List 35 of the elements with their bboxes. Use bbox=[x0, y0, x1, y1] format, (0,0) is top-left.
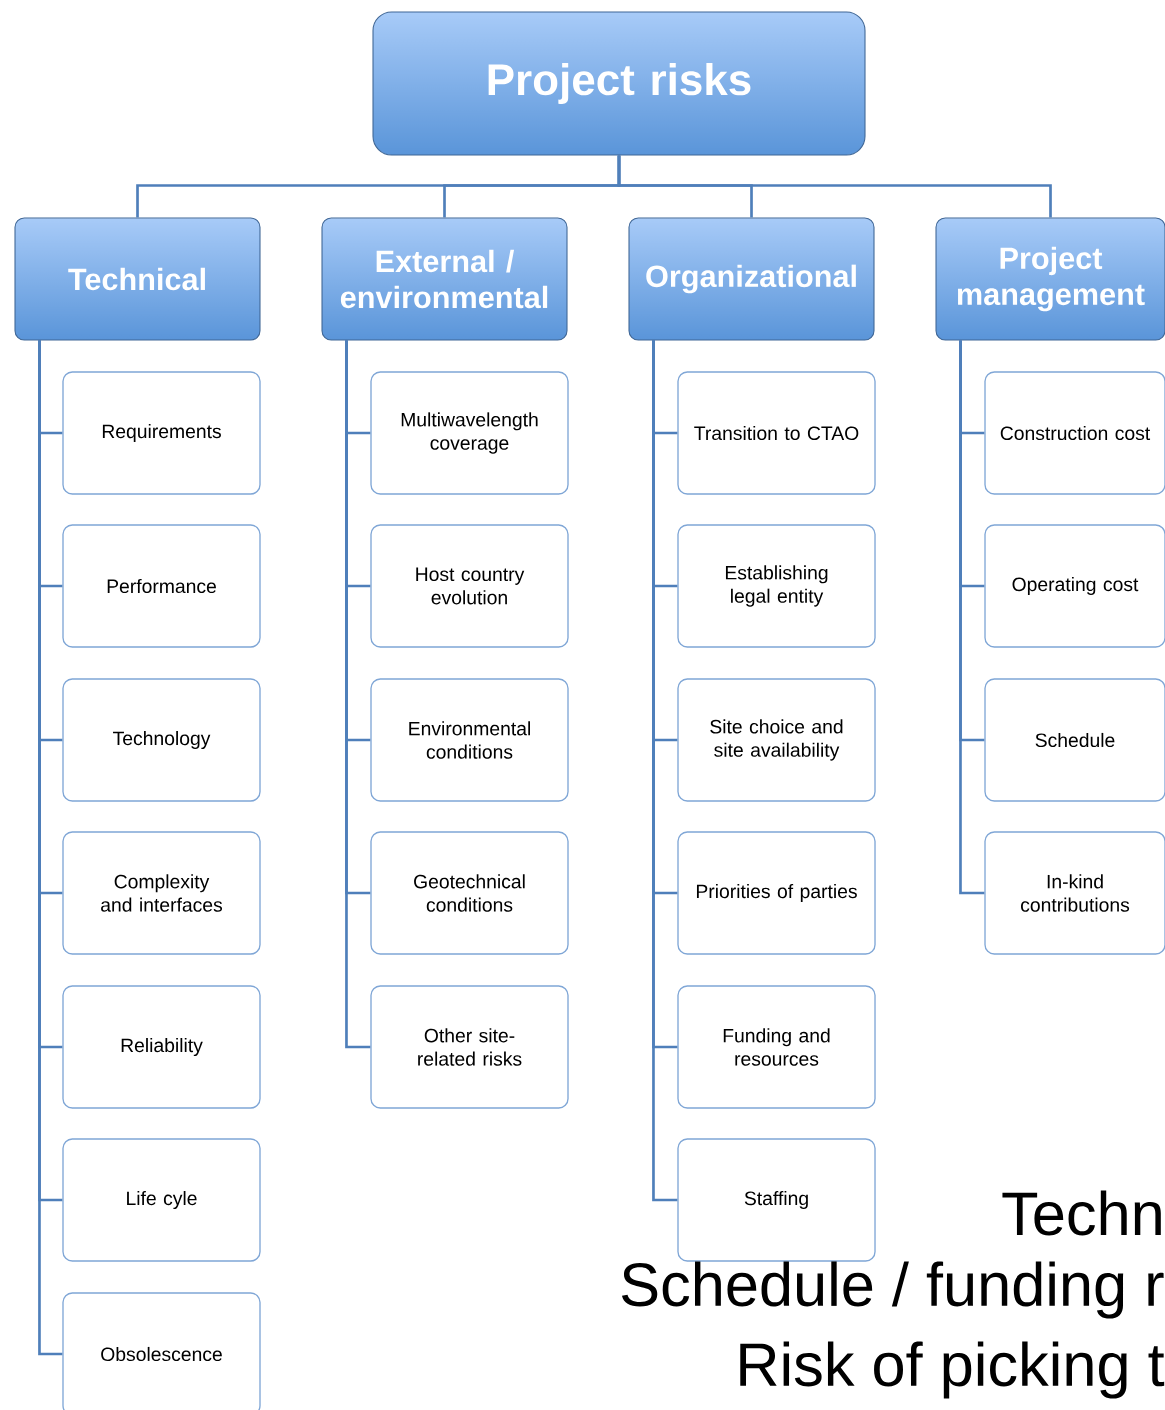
risk-box: Establishing legal entity bbox=[677, 524, 876, 648]
risk-box: Transition to CTAO bbox=[677, 371, 876, 495]
category-box: Organizational bbox=[628, 217, 875, 341]
overlay-text: Risk of picking t bbox=[740, 1341, 1165, 1399]
risk-box: Obsolescence bbox=[62, 1292, 261, 1410]
risk-box: Priorities of parties bbox=[677, 831, 876, 955]
risk-box: Performance bbox=[62, 524, 261, 648]
connector-line bbox=[959, 340, 985, 895]
risk-box: Geotechnical conditions bbox=[370, 831, 569, 955]
risk-box: Staffing bbox=[677, 1138, 876, 1262]
risk-box: Multiwavelength coverage bbox=[370, 371, 569, 495]
overlay-text: Schedule / funding r bbox=[621, 1261, 1164, 1319]
risk-box: Site choice and site availability bbox=[677, 678, 876, 802]
risk-box: Reliability bbox=[62, 985, 261, 1109]
risk-box: Funding and resources bbox=[677, 985, 876, 1109]
category-box: External / environmental bbox=[321, 217, 568, 341]
connector-line bbox=[345, 340, 371, 1049]
connector-line bbox=[652, 340, 678, 1202]
risk-box: Environmental conditions bbox=[370, 678, 569, 802]
risk-box: Technology bbox=[62, 678, 261, 802]
risk-box: Requirements bbox=[62, 371, 261, 495]
risk-box: Other site-related risks bbox=[370, 985, 569, 1109]
category-box: Project management bbox=[935, 217, 1165, 341]
connector-line bbox=[617, 155, 1052, 218]
risk-box: Complexity and interfaces bbox=[62, 831, 261, 955]
connector-line bbox=[38, 340, 63, 1356]
category-box: Technical bbox=[14, 217, 261, 341]
risk-box: Life cyle bbox=[62, 1138, 261, 1262]
overlay-text: Techn bbox=[1002, 1190, 1161, 1236]
risk-box: Host country evolution bbox=[370, 524, 569, 648]
risk-box: Schedule bbox=[984, 678, 1165, 802]
risk-box: Construction cost bbox=[984, 371, 1165, 495]
risk-box: In-kind contributions bbox=[984, 831, 1165, 955]
risk-box: Operating cost bbox=[984, 524, 1165, 648]
root-box: Project risks bbox=[372, 11, 866, 156]
